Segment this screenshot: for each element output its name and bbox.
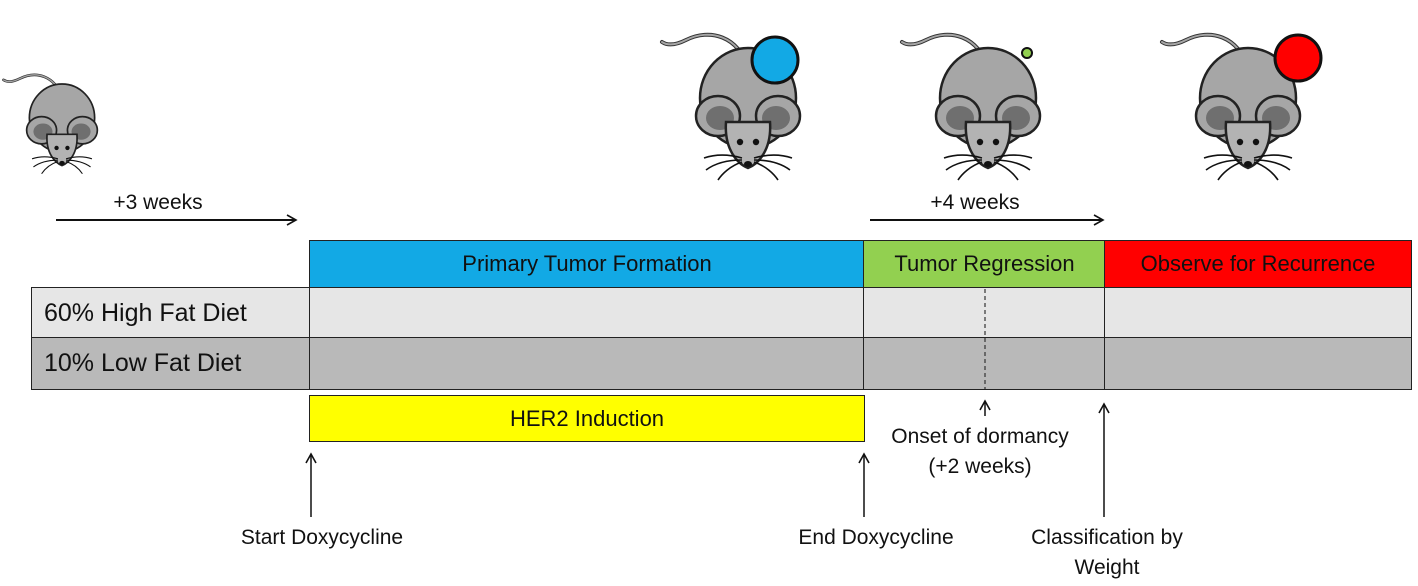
start-doxycycline-label: Start Doxycycline (240, 526, 404, 549)
dormancy-label-line2: (+2 weeks) (928, 455, 1032, 478)
tumor-small-green (1021, 47, 1033, 59)
tumor-large-blue (750, 35, 800, 85)
classification-label-line1: Classification by (1031, 526, 1183, 549)
duration-regression-label: +4 weeks (930, 191, 1020, 214)
phase-primary-label: Primary Tumor Formation (462, 251, 712, 276)
mouse-primary-illustration (660, 32, 802, 182)
high-fat-recurrence-cell (1104, 287, 1412, 339)
mouse-recurrence-illustration (1160, 32, 1323, 182)
phase-recurrence-label: Observe for Recurrence (1140, 251, 1376, 276)
phase-observe-for-recurrence: Observe for Recurrence (1104, 240, 1412, 288)
phase-regression-label: Tumor Regression (894, 251, 1075, 276)
end-doxycycline-label: End Doxycycline (798, 526, 954, 549)
low-fat-primary-cell (309, 337, 865, 390)
her2-induction-label: HER2 Induction (509, 405, 665, 431)
duration-pre-label: +3 weeks (113, 191, 203, 214)
dormancy-label-line1: Onset of dormancy (891, 425, 1069, 448)
diet-high-fat-label: 60% High Fat Diet (44, 298, 247, 327)
mouse-regression-illustration (900, 32, 1042, 182)
classification-label-line2: Weight (1074, 556, 1140, 579)
low-fat-recurrence-cell (1104, 337, 1412, 390)
phase-primary-tumor-formation: Primary Tumor Formation (309, 240, 865, 288)
her2-induction-bar: HER2 Induction (309, 395, 865, 442)
phase-tumor-regression: Tumor Regression (863, 240, 1106, 288)
tumor-large-red (1273, 33, 1323, 83)
diet-low-fat-label: 10% Low Fat Diet (44, 349, 242, 377)
diet-low-fat-row: 10% Low Fat Diet (31, 337, 311, 390)
